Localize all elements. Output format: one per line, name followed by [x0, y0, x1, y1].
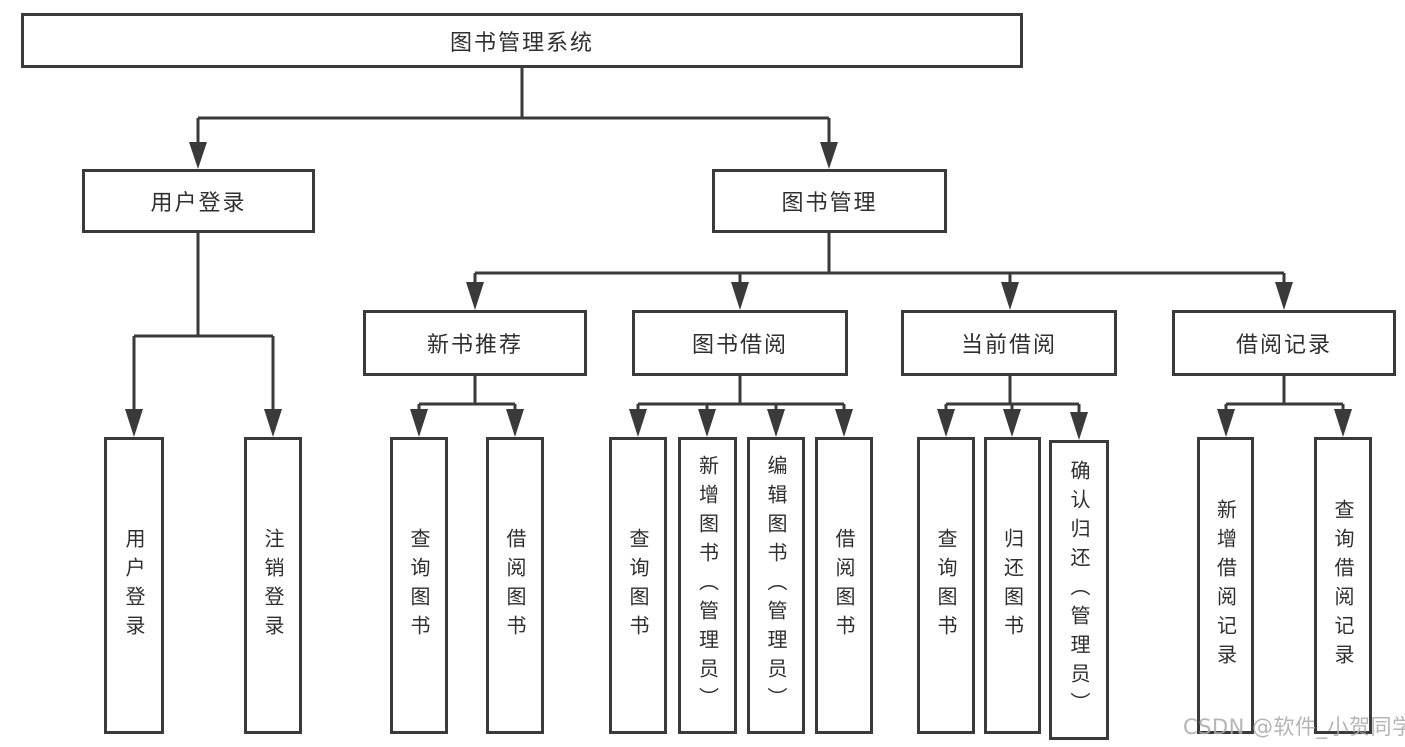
node-label: 当前借阅 — [960, 333, 1057, 358]
leaf-label: 借阅图书 — [832, 527, 856, 644]
csdn-watermark: CSDN @软件_小贺同学 — [1183, 715, 1405, 739]
arrowhead — [731, 282, 749, 310]
node-label: 新书推荐 — [426, 333, 523, 358]
node-new-book-recommend: 新书推荐 — [363, 310, 587, 376]
leaf-label: 查询图书 — [626, 527, 650, 644]
leaf-label: 新增借阅记录 — [1213, 498, 1238, 673]
arrowhead — [1001, 282, 1019, 310]
arrowhead — [767, 409, 785, 437]
leaf-user-login: 用户登录 — [104, 437, 164, 734]
leaf-recommend-borrow-books: 借阅图书 — [486, 437, 544, 734]
leaf-borrowing-query-books: 查询图书 — [609, 437, 667, 734]
node-current-borrowing: 当前借阅 — [901, 310, 1117, 376]
node-label: 用户登录 — [150, 191, 247, 216]
arrowhead — [410, 409, 428, 437]
leaf-current-confirm-return-admin: 确认归还（管理员） — [1049, 440, 1109, 740]
leaf-label: 归还图书 — [1000, 527, 1025, 644]
leaf-label: 查询图书 — [934, 527, 958, 644]
arrowhead — [937, 409, 955, 437]
leaf-label: 编辑图书（管理员） — [764, 455, 788, 716]
arrowhead — [1217, 409, 1235, 437]
leaf-records-add-borrow-record: 新增借阅记录 — [1197, 437, 1254, 734]
arrowhead — [264, 409, 282, 437]
node-borrowing-records: 借阅记录 — [1172, 310, 1396, 376]
arrowhead — [1070, 412, 1088, 440]
node-label: 图书管理系统 — [449, 30, 594, 56]
leaf-borrowing-add-books-admin: 新增图书（管理员） — [678, 437, 737, 734]
arrowhead — [1334, 409, 1352, 437]
leaf-current-query-books: 查询图书 — [917, 437, 975, 734]
leaf-label: 注销登录 — [261, 527, 285, 644]
arrowhead — [835, 409, 853, 437]
node-label: 借阅记录 — [1235, 333, 1332, 358]
leaf-borrowing-edit-books-admin: 编辑图书（管理员） — [747, 437, 805, 734]
leaf-logout-login: 注销登录 — [244, 437, 302, 734]
arrowhead — [698, 409, 716, 437]
arrowhead — [820, 142, 838, 169]
leaf-recommend-query-books: 查询图书 — [390, 437, 448, 734]
leaf-current-return-books: 归还图书 — [984, 437, 1041, 734]
leaf-label: 查询借阅记录 — [1331, 498, 1355, 673]
arrowhead — [189, 142, 207, 169]
leaf-label: 借阅图书 — [503, 527, 527, 644]
leaf-label: 查询图书 — [407, 527, 431, 644]
node-book-borrowing: 图书借阅 — [632, 310, 848, 376]
leaf-borrowing-borrow-books: 借阅图书 — [815, 437, 873, 734]
arrowhead — [1003, 409, 1021, 437]
connector-path — [132, 68, 1345, 414]
arrowhead — [1275, 282, 1293, 310]
leaf-label: 新增图书（管理员） — [695, 455, 720, 716]
arrowhead — [466, 282, 484, 310]
arrowhead — [506, 409, 524, 437]
node-user-login: 用户登录 — [82, 169, 315, 233]
node-label: 图书管理 — [781, 191, 878, 216]
arrowhead — [125, 409, 143, 437]
node-book-management: 图书管理 — [712, 169, 947, 233]
node-library-management-system: 图书管理系统 — [21, 13, 1023, 68]
node-label: 图书借阅 — [691, 333, 788, 358]
leaf-label: 确认归还（管理员） — [1067, 459, 1091, 721]
leaf-label: 用户登录 — [122, 527, 146, 644]
leaf-records-query-borrow-record: 查询借阅记录 — [1314, 437, 1372, 734]
arrowhead — [629, 409, 647, 437]
